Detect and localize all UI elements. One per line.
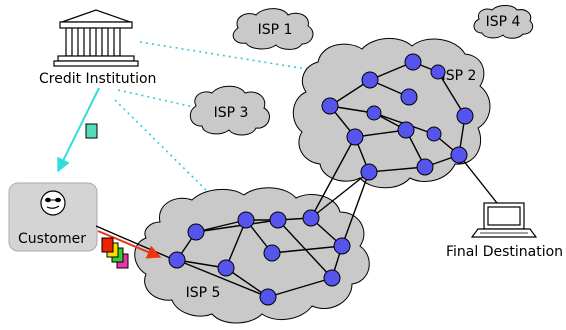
- router-node: [323, 269, 341, 287]
- isp3-label: ISP 3: [214, 105, 249, 121]
- dotted-link-isp3: [117, 89, 199, 109]
- credit-institution-label: Credit Institution: [39, 71, 156, 87]
- router-node: [168, 251, 186, 269]
- router-node: [366, 105, 382, 121]
- bank-icon: [53, 9, 139, 67]
- router-node: [360, 163, 378, 181]
- router-node: [416, 158, 434, 176]
- router-node: [426, 126, 442, 142]
- router-node: [400, 88, 418, 106]
- isp2-label: ISP 2: [442, 68, 477, 84]
- coin-token: [101, 237, 114, 253]
- isp5-label: ISP 5: [186, 285, 221, 301]
- router-node: [269, 211, 287, 229]
- dotted-link-isp2: [139, 41, 326, 73]
- payment-arrow: [97, 230, 162, 259]
- router-node: [450, 146, 468, 164]
- final-destination-label: Final Destination: [446, 244, 563, 260]
- isp1-cloud: [232, 8, 314, 50]
- dotted-links: [114, 41, 326, 197]
- router-node: [187, 223, 205, 241]
- router-node: [397, 121, 415, 139]
- routers: [168, 53, 474, 306]
- router-node: [302, 209, 320, 227]
- router-node: [333, 237, 351, 255]
- router-node: [361, 71, 379, 89]
- issue-arrow: [57, 87, 100, 173]
- router-node: [217, 259, 235, 277]
- router-node: [263, 244, 281, 262]
- isp4-cloud: [473, 5, 534, 39]
- customer-label: Customer: [18, 231, 86, 247]
- isp3-cloud: [189, 85, 270, 136]
- isp1-label: ISP 1: [258, 22, 293, 38]
- coin-tokens: [101, 237, 129, 269]
- router-node: [404, 53, 422, 71]
- router-node: [321, 97, 339, 115]
- smiley-icon: [40, 190, 66, 216]
- router-node: [346, 128, 364, 146]
- customer-box: [8, 182, 98, 252]
- router-node: [237, 211, 255, 229]
- router-node: [259, 288, 277, 306]
- cheque-token: [85, 123, 98, 139]
- router-node: [456, 107, 474, 125]
- isp4-label: ISP 4: [486, 14, 521, 30]
- laptop-icon: [470, 202, 538, 238]
- router-node: [430, 64, 446, 80]
